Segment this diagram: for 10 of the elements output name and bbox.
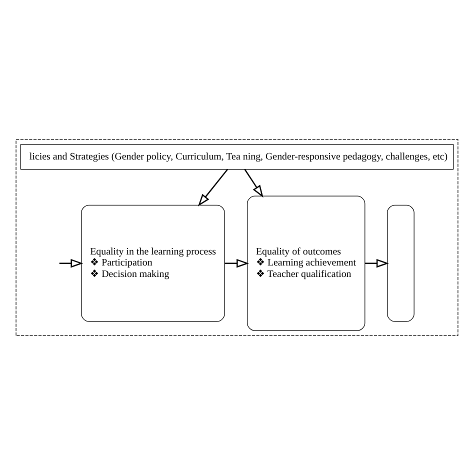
- arrow: [59, 258, 84, 268]
- cluster: [16, 138, 458, 336]
- node-box: licies and Strategies (Gender policy, Curriculum, Tea ning, Gender-responsive pedagogy, challenges, etc): [20, 144, 454, 170]
- node-box: [387, 204, 414, 322]
- node-box: Equality of outcomes ❖ Learning achievement ❖ Teacher qualification: [246, 195, 366, 330]
- arrow: [198, 168, 228, 206]
- arrow: [224, 258, 250, 268]
- node-box: Equality in the learning process ❖ Participation ❖ Decision making: [81, 204, 225, 322]
- arrow: [365, 258, 389, 268]
- arrow: [244, 168, 264, 198]
